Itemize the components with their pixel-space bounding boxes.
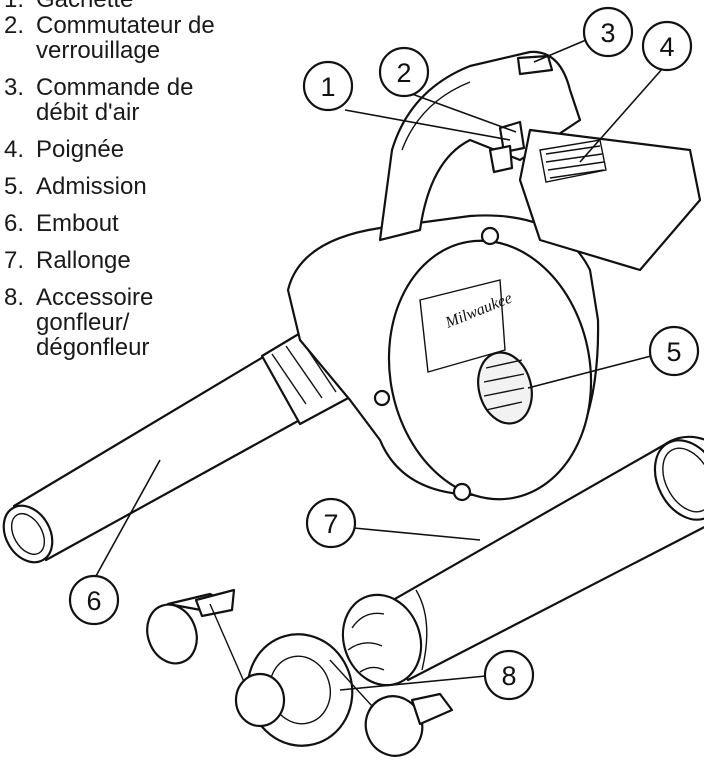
svg-text:3: 3: [600, 18, 615, 48]
nozzle: [2, 324, 354, 564]
callout-6: 6: [68, 574, 120, 626]
parts-legend: 1. Gachette 2. Commutateur de verrouilla…: [0, 0, 290, 360]
legend-item-8: 8. Accessoire gonfleur/ dégonfleur: [4, 284, 154, 361]
svg-text:8: 8: [501, 661, 516, 691]
legend-item-4: 4. Poignée: [4, 136, 125, 163]
airflow-control: [516, 54, 554, 76]
handle: [378, 50, 702, 272]
svg-text:5: 5: [666, 337, 681, 367]
legend-item-6: 6. Embout: [4, 210, 119, 237]
trigger: [498, 120, 526, 154]
svg-text:7: 7: [323, 509, 338, 539]
callout-1: 1: [302, 60, 354, 112]
svg-text:4: 4: [659, 32, 674, 62]
callout-2: 2: [378, 46, 430, 98]
grip: [539, 139, 607, 183]
battery-pack: [518, 128, 702, 272]
svg-text:1: 1: [320, 72, 335, 102]
legend-item-7: 7. Rallonge: [4, 247, 131, 274]
legend-item-3: 3. Commande de débit d'air: [4, 74, 194, 126]
extension-tube: [341, 435, 704, 687]
callout-5: 5: [648, 325, 700, 377]
svg-text:6: 6: [86, 586, 101, 616]
callout-3: 3: [582, 6, 634, 58]
legend-item-1: 1. Gachette: [0, 0, 290, 12]
inflator-accessories: [146, 588, 454, 757]
legend-item-2: 2. Commutateur de verrouillage: [4, 12, 215, 64]
blower-body: Milwaukee: [286, 214, 600, 502]
air-intake: [477, 351, 533, 425]
legend-item-5: 5. Admission: [4, 173, 147, 200]
callout-7: 7: [305, 497, 357, 549]
lock-switch: [488, 144, 514, 174]
callout-leaders: [95, 39, 664, 691]
callout-8: 8: [483, 649, 535, 701]
callout-4: 4: [641, 20, 693, 72]
svg-text:2: 2: [396, 58, 411, 88]
